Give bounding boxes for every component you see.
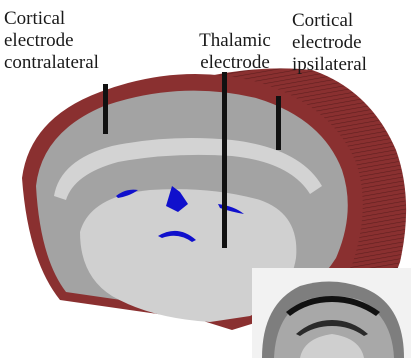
electrode-thalamic [222,72,227,248]
label-line: contralateral [4,52,99,74]
label-cortical-ipsilateral: Cortical electrode ipsilateral [292,10,367,76]
label-cortical-contralateral: Cortical electrode contralateral [4,8,99,74]
label-line: Cortical [292,10,367,32]
electrode-ipsilateral [276,96,281,150]
label-line: electrode [4,30,99,52]
label-line: ipsilateral [292,54,367,76]
label-line: Cortical [4,8,99,30]
electrode-contralateral [103,84,108,134]
label-thalamic: Thalamic electrode [188,30,282,74]
inset-reference-slice [252,268,411,358]
label-line: electrode [292,32,367,54]
label-line: electrode [188,52,282,74]
label-line: Thalamic [188,30,282,52]
